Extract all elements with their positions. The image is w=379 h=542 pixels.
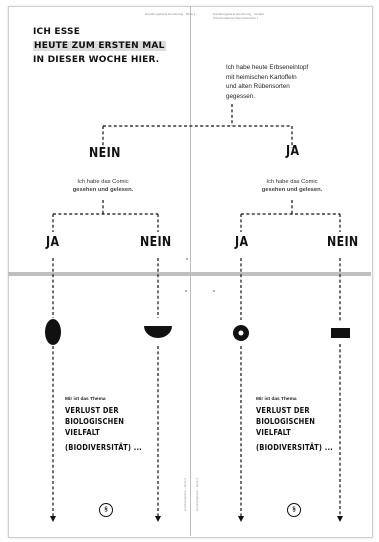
arrow-down-icon-2 [155, 516, 161, 522]
leaf-left-yes: JA [46, 235, 60, 250]
topic-right-line-1: VERLUST DER [256, 406, 310, 415]
intro-statement: Ich habe heute Erbseneintopf mit heimisc… [226, 63, 308, 101]
branch-right-question-line-1: Ich habe das Comic [266, 179, 318, 185]
half-circle-icon [144, 326, 172, 338]
topic-left-line-3: VIELFALT [65, 428, 100, 437]
header-meta-right-2: Arbeitsmaterial Sekundarstufe I [213, 16, 258, 20]
side-tag-right: Handlungskarte · Seite 3 [195, 478, 199, 512]
intro-line-2: mit heimischen Kartoffeln [226, 73, 297, 81]
page-marker-dot [186, 258, 188, 260]
branch-left-question: Ich habe das Comic gesehen und gelesen. [58, 178, 148, 194]
horizontal-fold-line [8, 272, 371, 276]
seal-badge-icon-left: § [99, 503, 113, 517]
side-tag-left: Handlungskarte · Seite 2 [183, 478, 187, 512]
header-meta-right-1: Handlungskarte Ernährung · Verlauf [213, 12, 265, 16]
topic-left-line-2: BIOLOGISCHEN [65, 417, 125, 426]
intro-line-3: und alten Rübensorten [226, 83, 290, 90]
headline-line-3: IN DIESER WOCHE HIER. [33, 55, 160, 65]
arrow-down-icon-3 [238, 516, 244, 522]
leaf-left-no: NEIN [140, 235, 172, 250]
topic-left-label: Mir ist das Thema [65, 397, 106, 402]
headline-line-2-highlighted: HEUTE ZUM ERSTEN MAL [33, 41, 166, 51]
intro-line-1: Ich habe heute Erbseneintopf [226, 64, 309, 71]
page-marker-dot [185, 290, 187, 292]
leaf-right-no: NEIN [327, 235, 359, 250]
arrow-down-icon-1 [50, 516, 56, 522]
leaf-right-yes: JA [235, 235, 249, 250]
arrow-down-icon-4 [337, 516, 343, 522]
ring-icon-hole [238, 330, 244, 336]
seal-badge-icon-right: § [287, 503, 301, 517]
branch-left-question-line-1: Ich habe das Comic [77, 179, 129, 185]
topic-left-text: VERLUST DER BIOLOGISCHEN VIELFALT (BIODI… [65, 405, 142, 453]
branch-right-question: Ich habe das Comic gesehen und gelesen. [247, 178, 337, 194]
topic-right-line-3: VIELFALT [256, 428, 291, 437]
topic-left-line-1: VERLUST DER [65, 406, 119, 415]
branch-left-answer: NEIN [89, 146, 121, 161]
bar-icon [331, 328, 350, 338]
topic-left-line-4: (BIODIVERSITÄT) ... [65, 443, 142, 452]
branch-right-answer: JA [286, 144, 300, 159]
page-marker-dot [213, 290, 215, 292]
vertical-fold-line [190, 6, 191, 536]
branch-right-question-line-2: gesehen und gelesen. [261, 187, 323, 193]
headline: ICH ESSE HEUTE ZUM ERSTEN MAL IN DIESER … [33, 25, 166, 67]
branch-left-question-line-2: gesehen und gelesen. [72, 187, 134, 193]
topic-right-line-2: BIOLOGISCHEN [256, 417, 316, 426]
topic-right-text: VERLUST DER BIOLOGISCHEN VIELFALT (BIODI… [256, 405, 333, 453]
header-meta-left: Handlungskarte Ernährung · Blatt 1 [145, 12, 196, 16]
topic-right-label: Mir ist das Thema [256, 397, 297, 402]
headline-line-1: ICH ESSE [33, 27, 81, 37]
filled-oval-icon [45, 319, 61, 345]
topic-right-line-4: (BIODIVERSITÄT) ... [256, 443, 333, 452]
intro-line-4: gegessen. [226, 92, 256, 100]
